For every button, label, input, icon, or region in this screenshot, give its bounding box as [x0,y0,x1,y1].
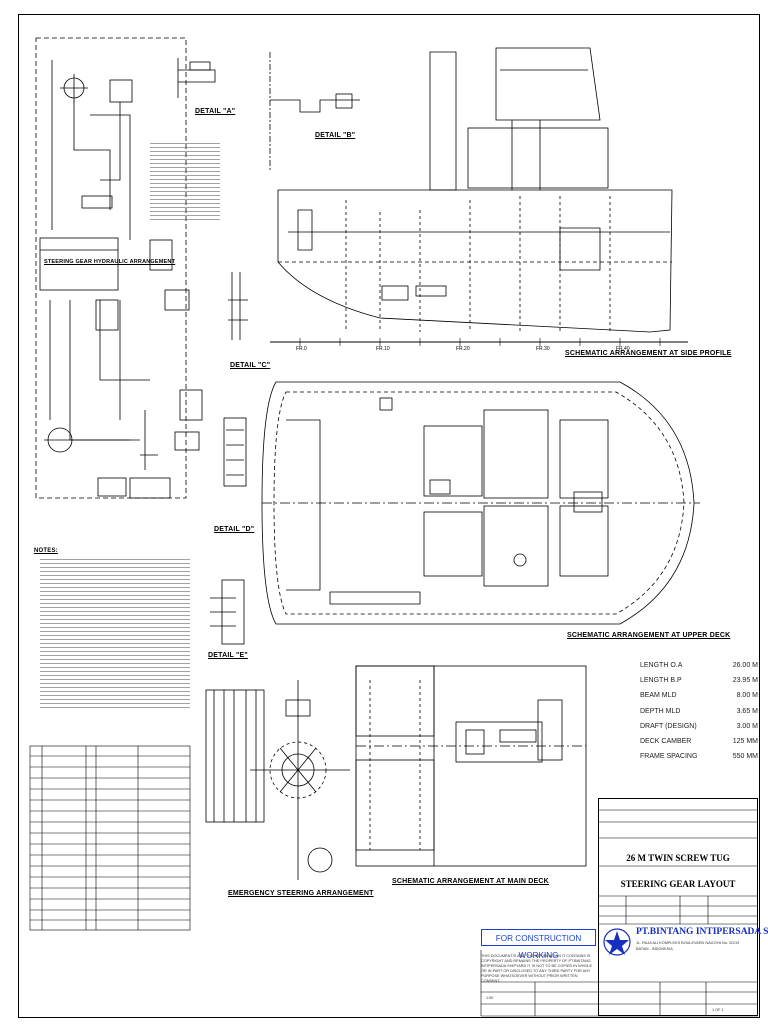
upper-deck-plan [261,381,700,625]
company-logo [603,928,631,956]
drawing-title: STEERING GEAR LAYOUT [620,879,736,889]
company-name: PT.BINTANG INTIPERSADA SHIPYARD [636,927,768,937]
main-deck-label: SCHEMATIC ARRANGEMENT AT MAIN DECK [392,878,549,885]
construction-stamp: FOR CONSTRUCTION WORKING [481,929,596,960]
frame-label: FR.40 [616,346,630,352]
company-address: JL. RAJA ALI KOMPLEKS BOULEVARD NAGOYA N… [636,941,740,945]
frame-label: FR.10 [376,346,390,352]
company-city: BATAM - INDONESIA [636,947,673,951]
frame-label: FR.0 [296,346,307,352]
side-profile-label: SCHEMATIC ARRANGEMENT AT SIDE PROFILE [565,350,732,357]
notes-text-block [40,558,190,708]
vessel-name: 26 M TWIN SCREW TUG [626,853,730,863]
hydraulic-schematic [35,37,203,499]
main-deck-plan [355,665,587,867]
detail-drawings [177,58,248,645]
frame-label: FR.30 [536,346,550,352]
detail-e-label: DETAIL "E" [208,652,248,659]
drawing-border [18,14,760,1018]
detail-b-label: DETAIL "B" [315,132,356,139]
side-profile-view [269,47,688,343]
scale-value: 1:50 [486,996,494,1000]
parts-list-table [29,745,191,931]
dimension-row: DRAFT (DESIGN)3.00 M [640,722,758,730]
hydraulic-arrangement-label: STEERING GEAR HYDRAULIC ARRANGEMENT [44,259,176,265]
title-block: 26 M TWIN SCREW TUG STEERING GEAR LAYOUT [598,798,758,1016]
detail-a-label: DETAIL "A" [195,108,236,115]
detail-c-label: DETAIL "C" [230,362,271,369]
copyright-disclaimer: THIS DOCUMENT/S AND THE INFORMATION IT C… [481,954,593,983]
title-block-grid [480,809,758,1017]
notes-heading: NOTES: [34,548,58,554]
detail-d-label: DETAIL "D" [214,526,255,533]
frame-label: FR.20 [456,346,470,352]
upper-deck-label: SCHEMATIC ARRANGEMENT AT UPPER DECK [567,632,731,639]
emergency-steering-label: EMERGENCY STEERING ARRANGEMENT [228,890,374,897]
emergency-steering [205,680,350,880]
sheet-number: 1 OF 1 [712,1008,724,1012]
side-profile-frame-ticks [299,338,661,346]
remarks-text-block [150,140,220,220]
